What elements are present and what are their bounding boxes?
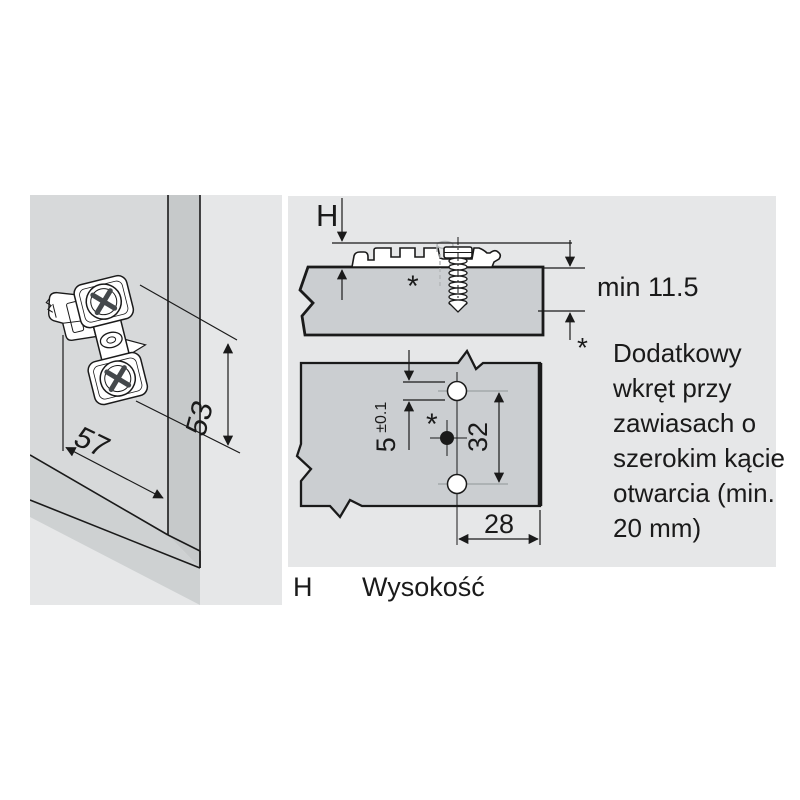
system-hole-top bbox=[446, 380, 468, 402]
dim-32-label: 32 bbox=[463, 422, 493, 452]
isometric-figure-svg: 57 53 bbox=[29, 195, 282, 605]
plan-view-asterisk: * bbox=[426, 408, 438, 441]
plan-view: * 5 ±0.1 32 bbox=[295, 348, 543, 545]
dim-hole-dia-value: 5 bbox=[371, 437, 401, 452]
dim-28-lines bbox=[458, 510, 541, 545]
plate-plan bbox=[295, 348, 542, 519]
dim-53-lines bbox=[135, 284, 241, 454]
dim-hole-dia-tolerance: ±0.1 bbox=[373, 402, 390, 433]
plate-arm-teeth bbox=[45, 298, 54, 313]
dim-57-lines bbox=[62, 335, 164, 499]
footnote-text: Dodatkowy wkręt przy zawiasach o szeroki… bbox=[613, 338, 785, 543]
system-hole-bottom bbox=[446, 473, 468, 495]
footnote-marker: * bbox=[577, 332, 588, 363]
dim-H-lines bbox=[332, 198, 572, 300]
dim-28-label: 28 bbox=[484, 509, 514, 539]
screw-bottom bbox=[99, 360, 137, 397]
plate-profile bbox=[351, 247, 502, 268]
legend-symbol: H bbox=[293, 572, 313, 602]
dim-min-depth-label: min 11.5 bbox=[597, 272, 699, 302]
technical-drawings-svg: H * min 11.5 bbox=[288, 196, 776, 567]
screw-top-cross-slot bbox=[90, 288, 118, 316]
cabinet-side-panel-edge bbox=[168, 195, 200, 568]
cabinet-outline-lines bbox=[29, 195, 201, 569]
dim-hole-dia-lines bbox=[403, 350, 445, 450]
dim-hole-dia-label: 5 ±0.1 bbox=[371, 402, 401, 453]
technical-drawings: H * min 11.5 bbox=[288, 196, 785, 567]
extra-screw-position bbox=[430, 420, 467, 456]
isometric-figure: 57 53 bbox=[29, 195, 282, 605]
screw-bottom-cross-slot bbox=[104, 365, 132, 392]
plate-cam bbox=[99, 331, 123, 349]
system-screw bbox=[443, 237, 473, 313]
legend-row: H Wysokość bbox=[0, 572, 800, 606]
dim-H-label: H bbox=[316, 198, 338, 233]
board-section bbox=[298, 265, 545, 337]
screw-top bbox=[85, 283, 122, 320]
legend-definition: Wysokość bbox=[362, 572, 485, 602]
side-view-asterisk: * bbox=[407, 270, 419, 303]
dim-min-depth-lines bbox=[538, 240, 585, 340]
side-view: H * min 11.5 bbox=[298, 198, 699, 340]
mounting-plate bbox=[45, 274, 149, 406]
